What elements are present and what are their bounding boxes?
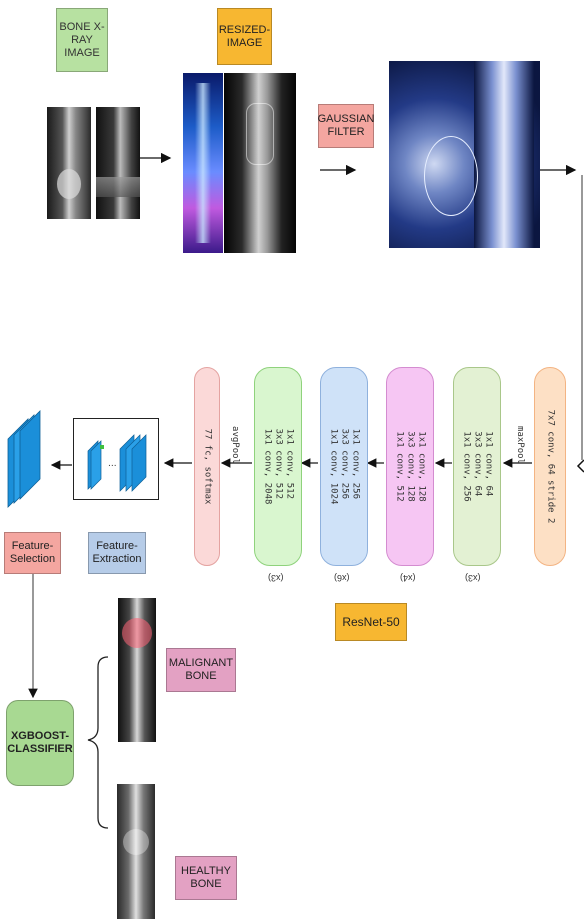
xray-image-1 xyxy=(47,107,91,219)
stage4-repeat-label: (x3) xyxy=(268,573,284,583)
avgpool-label: avgPool xyxy=(230,420,240,470)
stage1-repeat-label: (x3) xyxy=(465,573,481,583)
svg-text:...: ... xyxy=(108,459,117,469)
resnet-block-stage4: 1x1 conv, 512 3x3 conv, 512 1x1 conv, 20… xyxy=(254,367,302,566)
malignant-xray-image xyxy=(118,598,156,742)
resnet-50-label: ResNet-50 xyxy=(335,603,407,641)
filtered-mri-image xyxy=(389,61,540,248)
resnet-block-stage3: 1x1 conv, 256 3x3 conv, 256 1x1 conv, 10… xyxy=(320,367,368,566)
feature-extraction-label: Feature- Extraction xyxy=(88,532,146,574)
resnet-block-stage2: 1x1 conv, 128 3x3 conv, 128 1x1 conv, 51… xyxy=(386,367,434,566)
classifier-brace xyxy=(88,657,108,828)
healthy-bone-label: HEALTHY BONE xyxy=(175,856,237,900)
gaussian-filter-label: GAUSSIAN FILTER xyxy=(318,104,374,148)
xgboost-classifier-node: XGBOOST- CLASSIFIER xyxy=(6,700,74,786)
stage3-repeat-label: (x6) xyxy=(334,573,350,583)
arrow-into-resnet xyxy=(578,460,584,472)
malignant-bone-label: MALIGNANT BONE xyxy=(166,648,236,692)
feature-selection-label: Feature- Selection xyxy=(4,532,61,574)
resized-image-label: RESIZED- IMAGE xyxy=(217,8,272,65)
bone-xray-label: BONE X- RAY IMAGE xyxy=(56,8,108,72)
feature-maps-graphic: ... xyxy=(74,419,158,499)
healthy-xray-image xyxy=(117,784,155,919)
resnet-block-conv7x7: 7x7 conv, 64 stride 2 xyxy=(534,367,566,566)
maxpool-label: maxPool xyxy=(515,420,525,470)
resized-image-ct xyxy=(224,73,296,253)
stage2-repeat-label: (x4) xyxy=(400,573,416,583)
resnet-block-stage1: 1x1 conv, 64 3x3 conv, 64 1x1 conv, 256 xyxy=(453,367,501,566)
resized-image-color xyxy=(183,73,223,253)
xray-image-2 xyxy=(96,107,140,219)
feature-selection-graphic xyxy=(4,405,50,509)
feature-extraction-box: ... xyxy=(73,418,159,500)
resnet-block-fc: 77 fc, softmax xyxy=(194,367,220,566)
